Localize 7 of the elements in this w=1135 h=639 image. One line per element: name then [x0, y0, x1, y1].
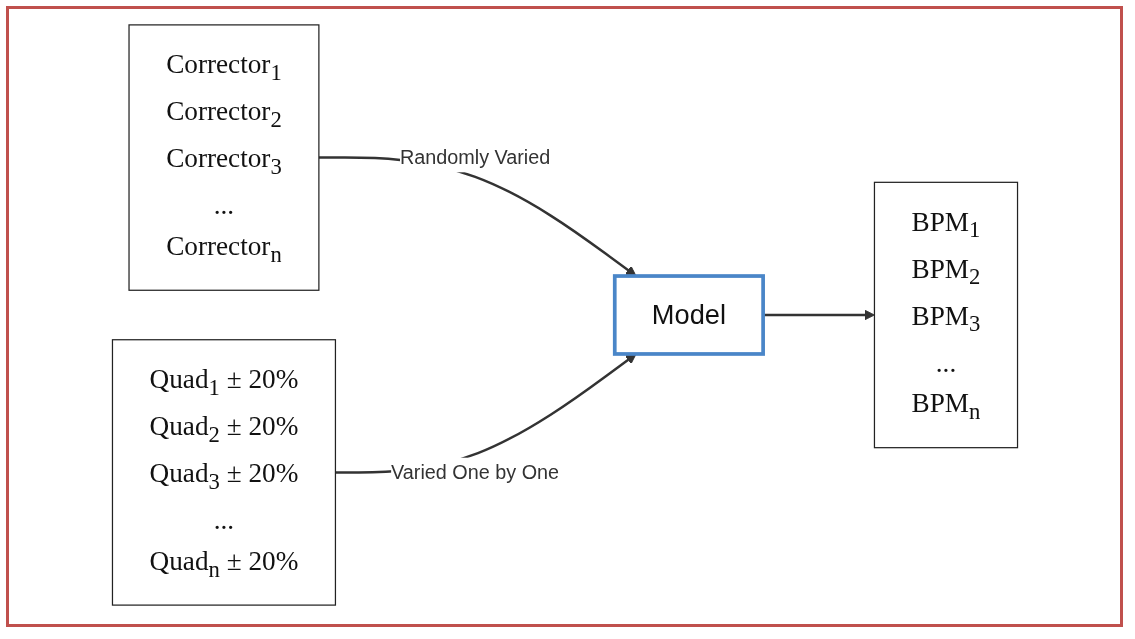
- node-box: [111, 338, 336, 606]
- diagram-frame: Randomly Varied Varied One by One Corrector$_{1}$ Corrector$_{2}$ Corrector$_{3}$ ... Corrector$_{n}$ Quad$_{1}$ ± 20% Quad$_{2}$ ± 20% Quad$_{3}$ ± 20% ... Quad$_{n}$ ± 20% Model BPM$_{1}$ BPM$_{2}$ BPM$_{3}$ ... BPM$_{n}$: [6, 6, 1123, 627]
- node-box: [612, 273, 765, 356]
- node-box: [873, 181, 1018, 448]
- edge-label: Randomly Varied: [399, 145, 550, 167]
- edge-label: Varied One by One: [390, 460, 559, 482]
- node-box: [127, 23, 319, 291]
